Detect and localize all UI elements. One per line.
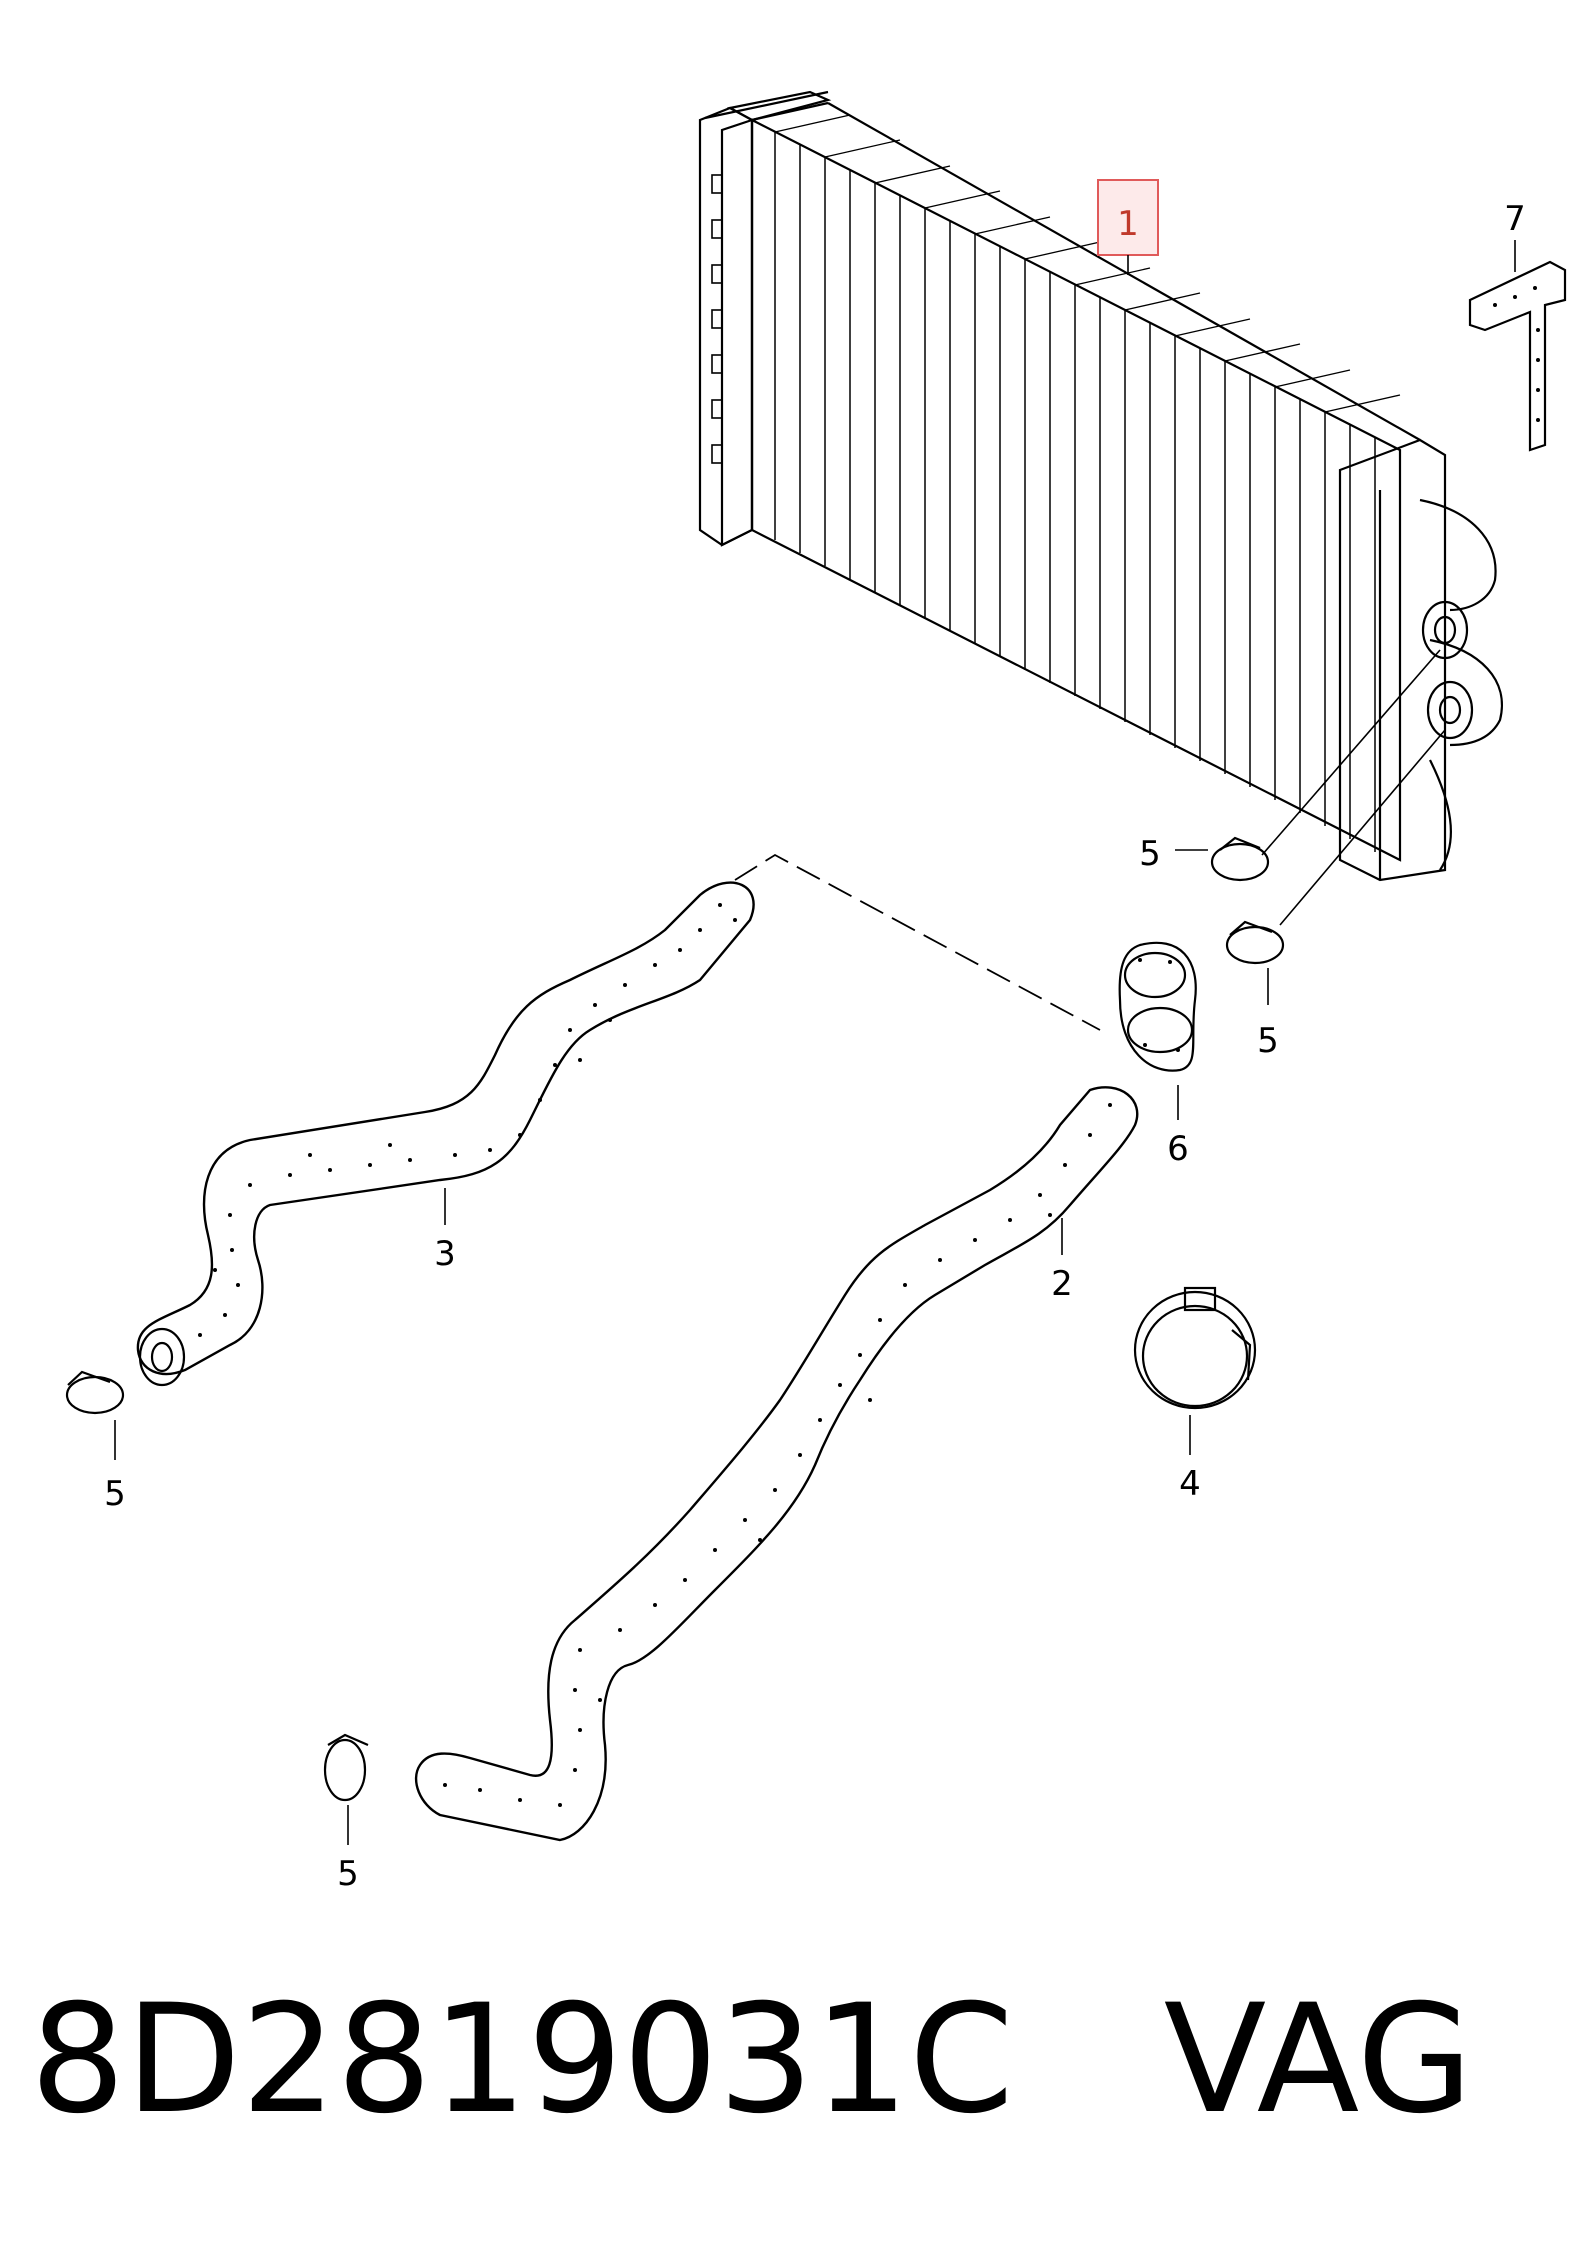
callout-5c[interactable]: 5: [104, 1420, 126, 1514]
tank-notches: [711, 174, 723, 464]
callout-2[interactable]: 2: [1051, 1218, 1073, 1304]
callout-5d[interactable]: 5: [337, 1805, 359, 1894]
svg-text:5: 5: [1257, 1021, 1279, 1061]
hose-clamp-upper: [1210, 649, 1441, 882]
brand-name: VAG: [1163, 1973, 1473, 2147]
core-fin-tops: [774, 114, 1401, 413]
svg-text:2: 2: [1051, 1264, 1073, 1304]
hose-2: [414, 1086, 1139, 1842]
svg-text:7: 7: [1504, 199, 1526, 239]
svg-text:1: 1: [1117, 204, 1139, 244]
part-caption: 8D2819031C VAG: [30, 1960, 1560, 2160]
band-clamp: [1133, 1286, 1257, 1410]
core-fins: [774, 132, 1376, 852]
svg-text:4: 4: [1179, 1464, 1201, 1504]
hose-clamp-middle: [1225, 729, 1446, 965]
hose-3: [136, 881, 755, 1387]
svg-text:3: 3: [434, 1234, 456, 1274]
seal-plate: [1118, 941, 1197, 1072]
core-pipes: [1419, 498, 1503, 871]
svg-text:5: 5: [337, 1854, 359, 1894]
callout-5b[interactable]: 5: [1257, 968, 1279, 1061]
callout-1[interactable]: 1: [1097, 179, 1159, 275]
callout-3[interactable]: 3: [434, 1188, 456, 1274]
callout-4[interactable]: 4: [1179, 1415, 1201, 1504]
callout-5a[interactable]: 5: [1139, 834, 1208, 874]
callout-7[interactable]: 7: [1504, 199, 1526, 272]
part-number: 8D2819031C: [30, 1973, 1014, 2147]
hose-clamp-lower: [323, 1733, 369, 1802]
bracket: 7: [1468, 199, 1567, 452]
svg-text:6: 6: [1167, 1129, 1189, 1169]
heater-core: 1: [698, 90, 1503, 882]
parts-diagram: 1 7 5 5: [65, 90, 1567, 1894]
hose-clamp-left: [65, 1370, 125, 1415]
svg-text:5: 5: [1139, 834, 1161, 874]
callout-6[interactable]: 6: [1167, 1085, 1189, 1169]
dash-leader: [734, 853, 1101, 1031]
svg-text:5: 5: [104, 1474, 126, 1514]
